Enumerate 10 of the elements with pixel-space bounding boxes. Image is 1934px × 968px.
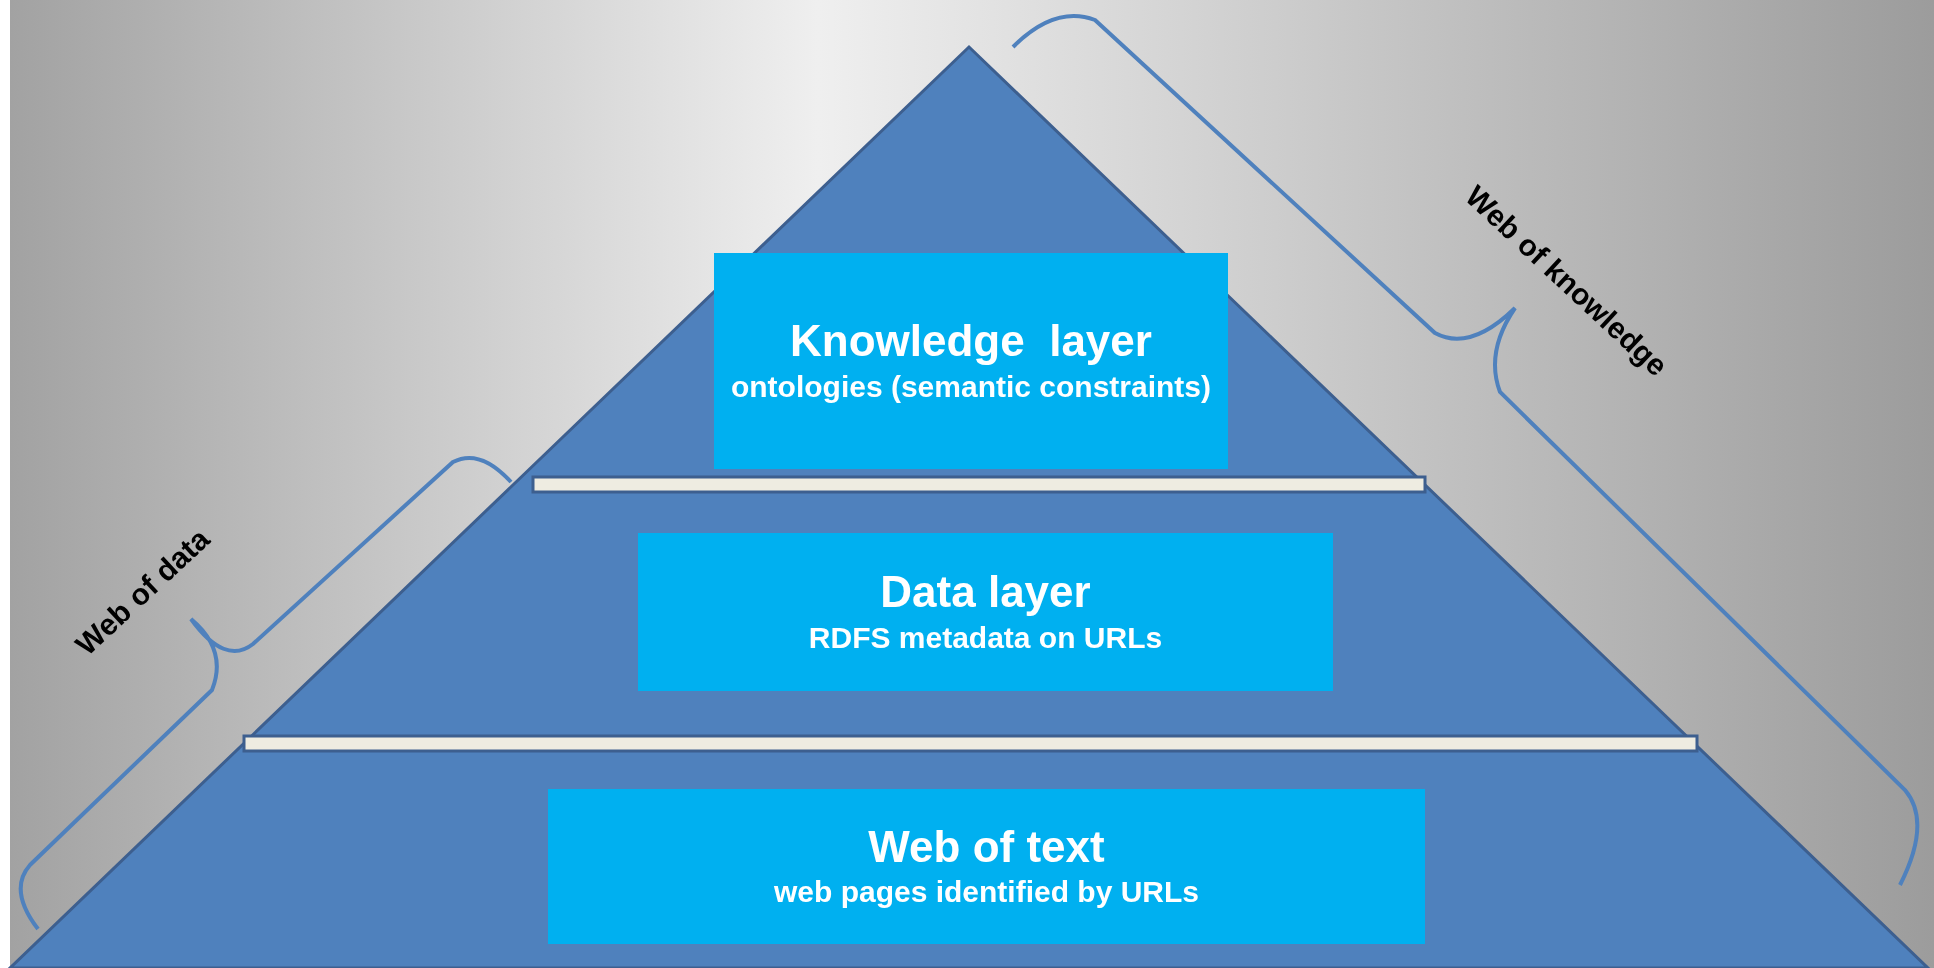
layer-description: web pages identified by URLs	[773, 874, 1200, 911]
layer-box	[714, 253, 1228, 469]
layer-title: Web of text	[868, 821, 1105, 873]
layer-title: Data layer	[880, 567, 1091, 618]
brace-label: Web of data	[68, 521, 216, 663]
layer-title: Knowledge layer	[790, 316, 1152, 367]
layer-box	[548, 789, 1425, 944]
layer-description: ontologies (semantic constraints)	[730, 368, 1212, 405]
layer-box	[638, 533, 1333, 691]
layer-description: RDFS metadata on URLs	[808, 619, 1163, 656]
